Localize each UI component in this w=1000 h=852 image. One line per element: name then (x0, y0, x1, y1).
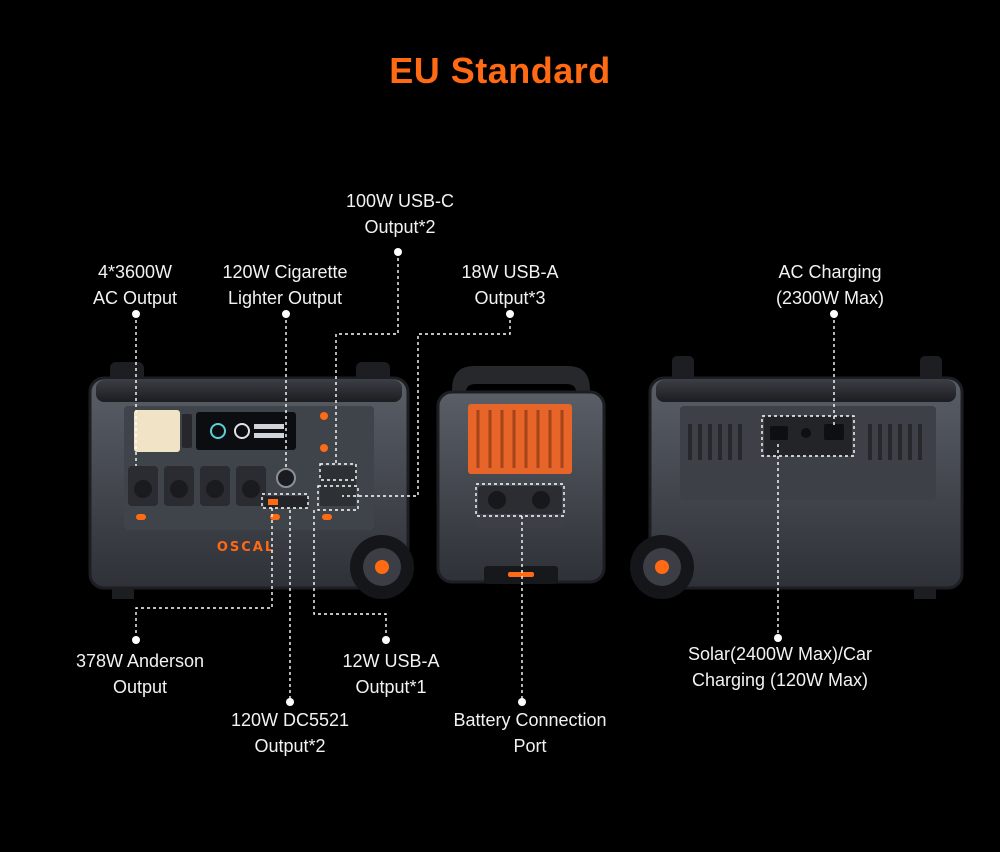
callout-anderson-line2: Output (112, 677, 168, 697)
callout-dc5521-line1: 120W DC5521 (230, 710, 350, 730)
callout-usb-c-line1: 100W USB-C (345, 191, 455, 211)
callout-anderson: 378W Anderson Output (55, 648, 225, 700)
callout-solar-car: Solar(2400W Max)/Car Charging (120W Max) (660, 641, 900, 693)
callout-dc5521-line2: Output*2 (254, 736, 326, 756)
led-light-icon (134, 410, 180, 452)
callout-usb-a-18w-line1: 18W USB-A (461, 262, 559, 282)
front-unit: OSCAL (88, 362, 414, 599)
rear-unit (630, 356, 964, 599)
brand-logo: OSCAL (217, 540, 275, 555)
callout-cigarette-line1: 120W Cigarette (222, 262, 348, 282)
callout-dc5521: 120W DC5521 Output*2 (210, 707, 370, 759)
ac-socket-row (128, 466, 266, 506)
callout-usb-a-18w: 18W USB-A Output*3 (435, 259, 585, 311)
callout-usb-a-18w-line2: Output*3 (474, 288, 546, 308)
side-unit (436, 366, 606, 584)
callout-anderson-line1: 378W Anderson (75, 651, 205, 671)
page-title: EU Standard (389, 50, 611, 91)
lcd-screen (196, 412, 296, 450)
callout-ac-charging-line2: (2300W Max) (775, 288, 885, 308)
callout-usb-c: 100W USB-C Output*2 (300, 188, 500, 240)
callout-ac-output: 4*3600W AC Output (60, 259, 210, 311)
callout-usb-a-12w: 12W USB-A Output*1 (316, 648, 466, 700)
callout-ac-charging-line1: AC Charging (778, 262, 882, 282)
callout-usb-c-line2: Output*2 (364, 217, 436, 237)
callout-battery-port: Battery Connection Port (430, 707, 630, 759)
vent-grille (468, 404, 572, 474)
callout-battery-port-line2: Port (513, 736, 547, 756)
callout-ac-charging: AC Charging (2300W Max) (745, 259, 915, 311)
leader-lines (135, 252, 855, 702)
callout-cigarette: 120W Cigarette Lighter Output (205, 259, 365, 311)
callout-ac-output-line2: AC Output (92, 288, 178, 308)
callout-solar-car-line1: Solar(2400W Max)/Car (687, 644, 873, 664)
callout-cigarette-line2: Lighter Output (227, 288, 343, 308)
callout-usb-a-12w-line1: 12W USB-A (342, 651, 440, 671)
callout-usb-a-12w-line2: Output*1 (355, 677, 427, 697)
callout-battery-port-line1: Battery Connection (453, 710, 607, 730)
callout-dots (132, 248, 838, 706)
callout-ac-output-line1: 4*3600W (97, 262, 173, 282)
cigarette-socket-icon (276, 468, 296, 488)
callout-solar-car-line2: Charging (120W Max) (691, 670, 869, 690)
